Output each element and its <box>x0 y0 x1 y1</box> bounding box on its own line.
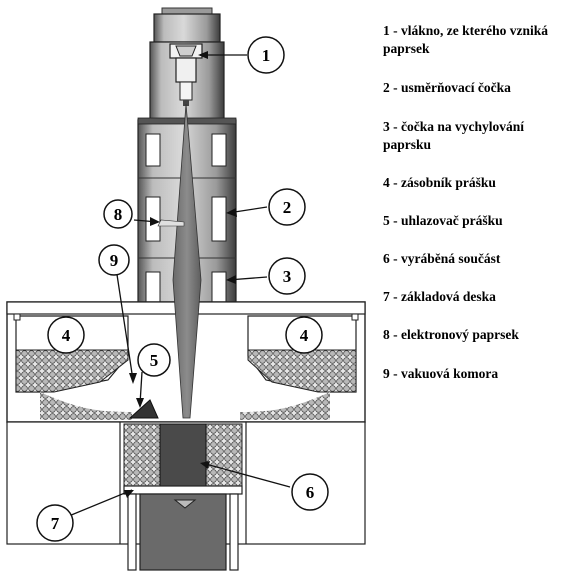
base-plate <box>123 485 243 571</box>
legend-item-2: 2 - usměrňovací čočka <box>383 79 568 97</box>
legend-label: 7 - základová deska <box>383 289 496 304</box>
callout-3: 3 <box>268 257 306 295</box>
callout-4-left: 4 <box>47 316 85 354</box>
legend-item-9: 9 - vakuová komora <box>383 365 568 383</box>
legend-item-5: 5 - uhlazovač prášku <box>383 212 568 230</box>
callout-6: 6 <box>291 473 329 511</box>
svg-text:9: 9 <box>110 251 119 270</box>
legend-item-3: 3 - čočka na vychylování paprsku <box>383 118 568 154</box>
electron-gun-housing <box>149 41 225 121</box>
svg-text:4: 4 <box>62 326 71 345</box>
legend-item-1: 1 - vlákno, ze kterého vzniká paprsek <box>383 22 568 58</box>
legend-label: 8 - elektronový paprsek <box>383 327 519 342</box>
legend-item-7: 7 - základová deska <box>383 288 568 306</box>
svg-text:3: 3 <box>283 267 292 286</box>
legend-label: 9 - vakuová komora <box>383 366 499 381</box>
callout-9: 9 <box>98 244 130 276</box>
callout-1: 1 <box>247 36 285 74</box>
arrowheads <box>124 51 237 498</box>
legend-item-4: 4 - zásobník prášku <box>383 174 568 192</box>
svg-text:7: 7 <box>51 514 60 533</box>
legend-item-6: 6 - vyráběná součást <box>383 250 568 268</box>
legend-item-8: 8 - elektronový paprsek <box>383 326 568 344</box>
legend-label: 4 - zásobník prášku <box>383 175 496 190</box>
callout-8: 8 <box>103 199 133 229</box>
electron-beam <box>157 103 202 419</box>
svg-text:2: 2 <box>283 198 292 217</box>
callout-7: 7 <box>36 504 74 542</box>
legend-label: 3 - čočka na vychylování paprsku <box>383 119 525 152</box>
callout-4-right: 4 <box>285 316 323 354</box>
svg-text:8: 8 <box>114 205 123 224</box>
legend-label: 6 - vyráběná součást <box>383 251 501 266</box>
callout-2: 2 <box>268 188 306 226</box>
svg-text:1: 1 <box>262 46 271 65</box>
electron-gun-cap <box>153 7 221 43</box>
legend-label: 2 - usměrňovací čočka <box>383 80 511 95</box>
svg-text:4: 4 <box>300 326 309 345</box>
svg-text:6: 6 <box>306 483 315 502</box>
legend-label: 1 - vlákno, ze kterého vzniká paprsek <box>383 23 548 56</box>
legend-label: 5 - uhlazovač prášku <box>383 213 503 228</box>
svg-text:5: 5 <box>150 351 159 370</box>
callout-5: 5 <box>137 343 171 377</box>
